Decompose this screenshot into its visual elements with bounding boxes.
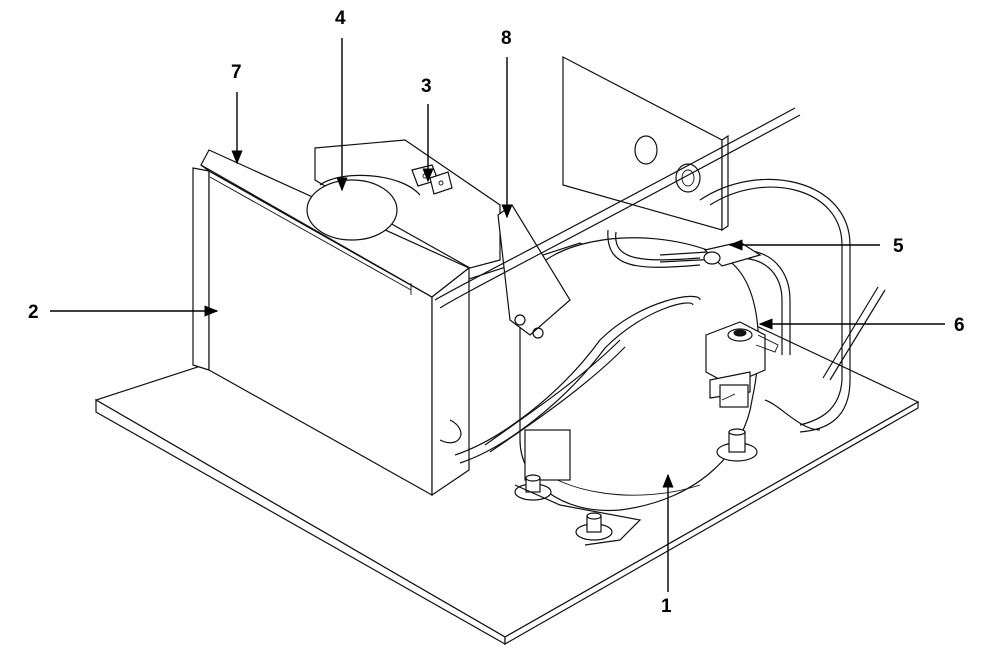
solenoid-valve: [705, 321, 779, 408]
callout-8-label: 8: [501, 28, 512, 49]
callout-4-label: 4: [335, 8, 346, 29]
callout-5: 5: [728, 236, 904, 257]
callout-1-label: 1: [661, 596, 672, 617]
pressure-switch: [703, 241, 762, 267]
callout-2: 2: [28, 302, 219, 323]
fan-motor: [306, 139, 501, 269]
back-bracket: [562, 56, 729, 232]
callout-7-label: 7: [231, 62, 242, 83]
callout-7: 7: [231, 62, 243, 165]
callout-6-label: 6: [954, 315, 965, 336]
callout-5-label: 5: [893, 236, 904, 257]
callout-8: 8: [501, 28, 513, 219]
callout-4: 4: [335, 8, 348, 192]
refrigerant-tubing: [434, 107, 886, 464]
callout-1: 1: [661, 473, 674, 617]
callout-3: 3: [421, 76, 434, 183]
callout-6: 6: [758, 315, 965, 336]
callout-3-label: 3: [421, 76, 432, 97]
callout-2-label: 2: [28, 302, 39, 323]
compressor-feet: [514, 428, 758, 546]
